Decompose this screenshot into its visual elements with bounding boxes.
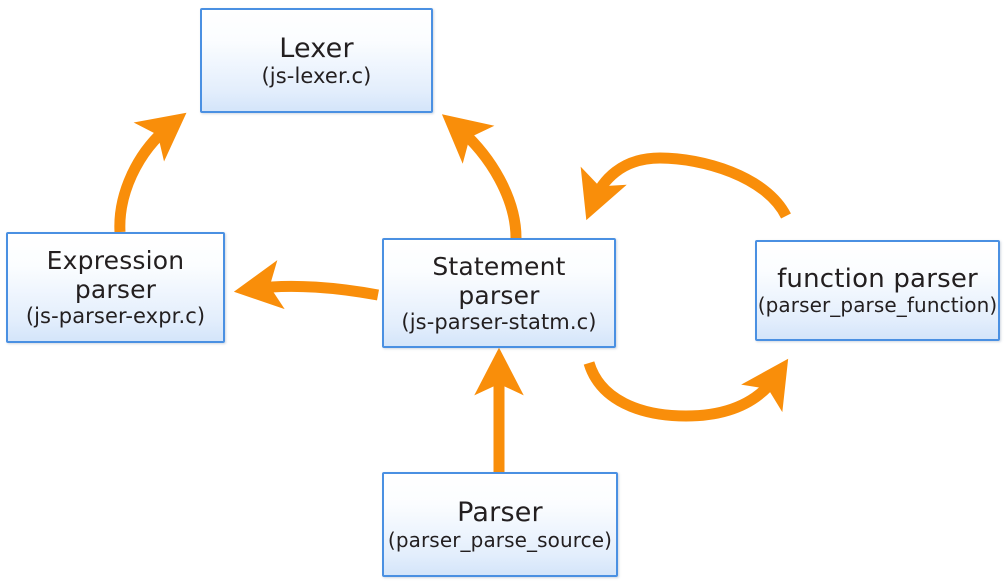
node-parser-subtitle: (parser_parse_source) bbox=[387, 527, 613, 552]
edge-statement-to-lexer bbox=[441, 114, 522, 239]
node-statement-parser-title-line1: Statement bbox=[432, 251, 566, 281]
node-expression-parser-title-line2: parser bbox=[74, 275, 157, 305]
edge-statement-to-expr bbox=[233, 260, 379, 310]
node-lexer[interactable]: Lexer (js-lexer.c) bbox=[200, 8, 433, 113]
edge-function-to-statement bbox=[580, 152, 791, 221]
node-parser[interactable]: Parser (parser_parse_source) bbox=[382, 472, 618, 577]
node-statement-parser-subtitle: (js-parser-statm.c) bbox=[401, 309, 597, 334]
node-function-parser-subtitle: (parser_parse_function) bbox=[757, 292, 998, 317]
node-lexer-title: Lexer bbox=[279, 32, 354, 64]
node-function-parser-title: function parser bbox=[777, 263, 978, 294]
node-expression-parser-subtitle: (js-parser-expr.c) bbox=[25, 304, 206, 329]
edge-expr-to-lexer bbox=[114, 112, 187, 233]
node-expression-parser[interactable]: Expression parser (js-parser-expr.c) bbox=[6, 232, 225, 343]
node-statement-parser-title-line2: parser bbox=[458, 280, 540, 310]
node-expression-parser-title-line1: Expression bbox=[46, 246, 185, 276]
node-statement-parser[interactable]: Statement parser (js-parser-statm.c) bbox=[382, 238, 616, 348]
edge-statement-to-function bbox=[583, 358, 789, 422]
node-parser-title: Parser bbox=[457, 497, 543, 529]
node-function-parser[interactable]: function parser (parser_parse_function) bbox=[755, 240, 1000, 341]
node-lexer-subtitle: (js-lexer.c) bbox=[261, 63, 372, 88]
